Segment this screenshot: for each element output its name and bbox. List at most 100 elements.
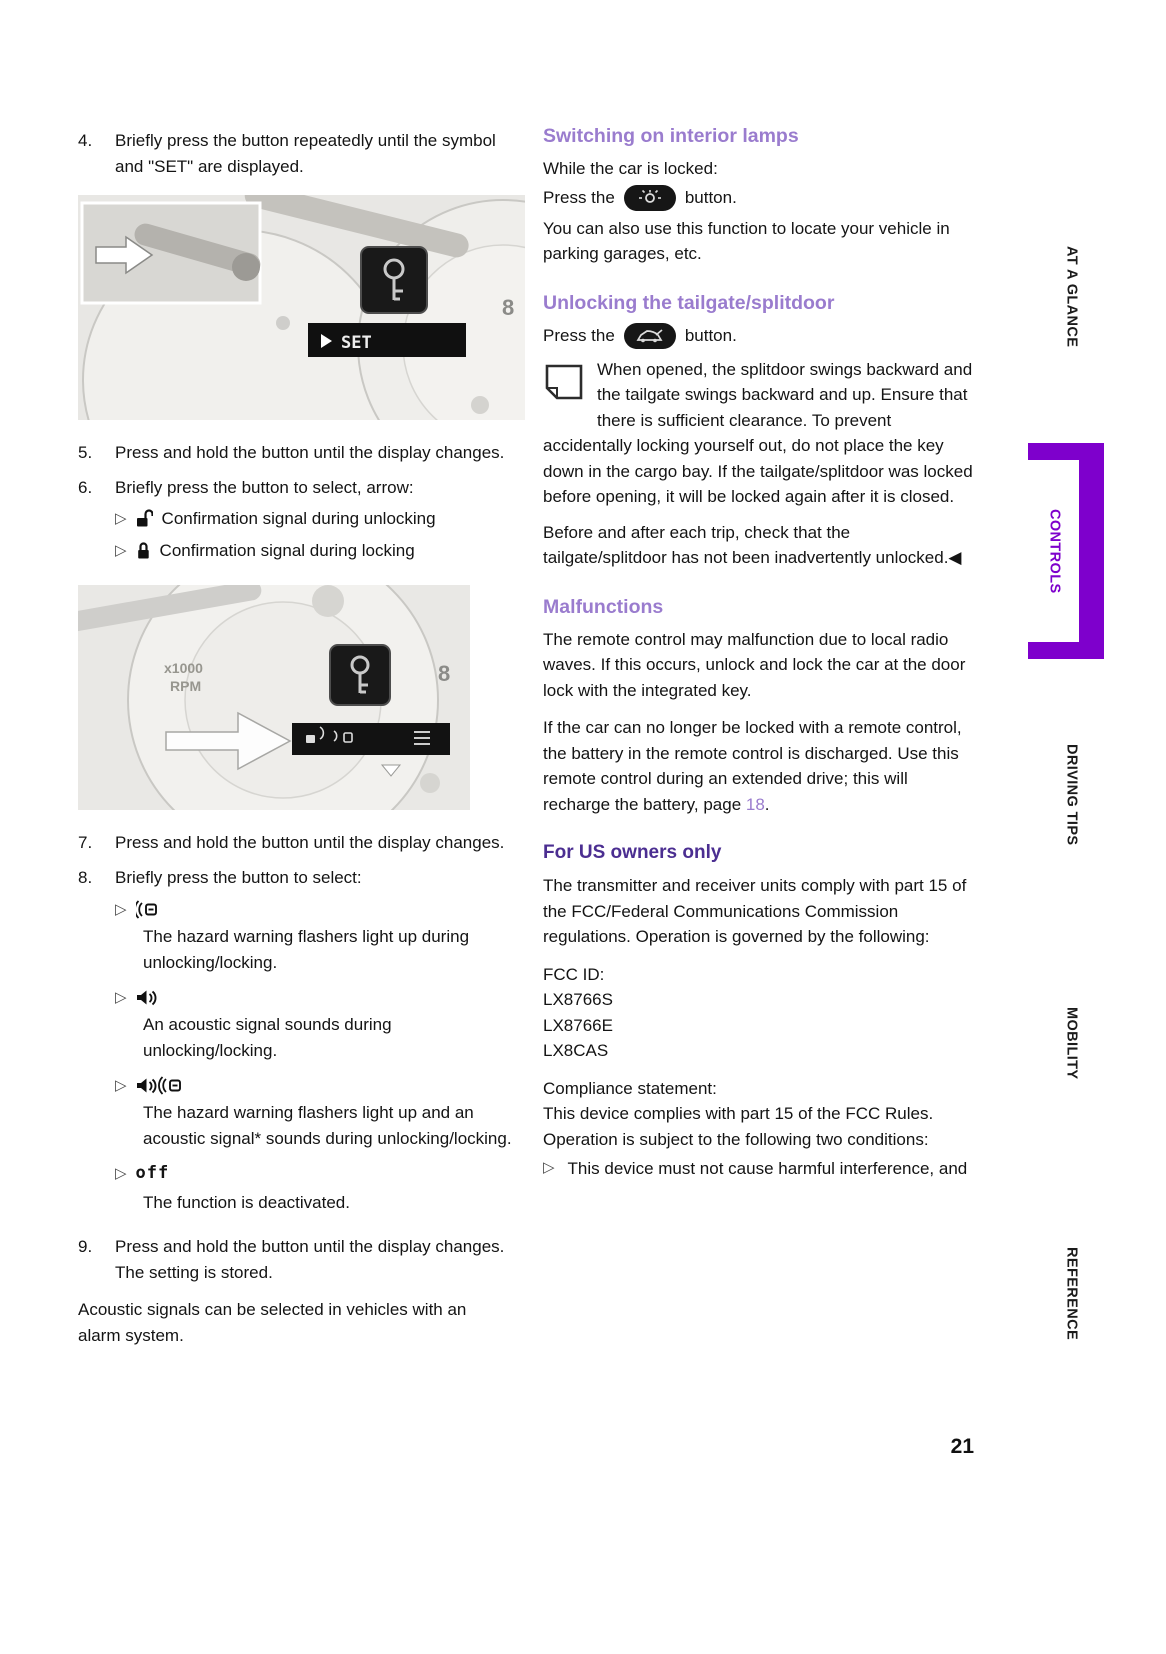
pointer-arrow-icon [165,711,292,771]
interior-lamps-press-line: Press the button. [543,184,977,211]
step-7: 7. Press and hold the button until the d… [78,830,513,856]
fcc-id-value: LX8CAS [543,1041,609,1060]
lock-icon [136,541,151,560]
tailgate-press-line: Press the button. [543,322,977,349]
right-column: Switching on interior lamps While the ca… [543,124,977,1182]
display-key-symbol [360,246,428,314]
option-unlock-signal: ▷ Confirmation signal during unlocking [115,506,513,532]
step-9: 9. Press and hold the button until the d… [78,1234,513,1285]
tailgate-para2: Before and after each trip, check that t… [543,522,962,568]
acoustic-signal-icon [136,988,158,1007]
instrument-cluster-photo-select: 8 x1000 RPM [78,585,513,810]
option-text: The function is deactivated. [143,1192,350,1212]
fcc-id-value: LX8766E [543,1015,613,1035]
triangle-bullet-icon: ▷ [115,1075,127,1094]
us-condition-1-text: This device must not cause harmful inter… [567,1159,968,1178]
step-9-number: 9. [78,1237,93,1256]
step-8-text: Briefly press the button to select: [115,867,362,887]
malfunctions-para1: The remote control may malfunction due t… [543,629,966,700]
option-text: An acoustic signal sounds during unlocki… [143,1015,392,1060]
gauge-digit: 8 [502,295,514,320]
step-4: 4. Briefly press the button repeatedly u… [78,128,513,179]
triangle-bullet-icon: ▷ [115,509,127,528]
page-number: 21 [950,1435,974,1458]
step-8-number: 8. [78,867,93,887]
inset-stalk-detail [80,201,262,305]
press-post-text: button. [684,325,737,345]
heading-us-owners: For US owners only [543,842,722,863]
us-owners-para1: The transmitter and receiver units compl… [543,876,967,946]
option-text: Confirmation signal during locking [159,540,415,560]
display-key-symbol [329,644,391,706]
unlock-icon [136,509,153,528]
cluster-select-illustration: 8 x1000 RPM [78,585,470,810]
cluster-set-illustration: 8 SET [78,195,525,420]
step-6-text: Briefly press the button to select, arro… [115,477,414,497]
note-icon [543,362,585,410]
triangle-bullet-icon: ▷ [115,1164,127,1183]
sidebar-tab-reference: REFERENCE [1063,1247,1080,1341]
rpm-label-line1: x1000 [164,660,203,676]
hazard-flasher-icon [135,899,158,919]
step-5: 5. Press and hold the button until the d… [78,440,513,466]
heading-interior-lamps: Switching on interior lamps [543,125,799,147]
option-hazard-flashers: ▷ The hazard warning flashers light up d… [115,897,513,975]
option-lock-signal: ▷ Confirmation signal during locking [115,538,513,564]
option-text: The hazard warning flashers light up and… [143,1103,512,1148]
instrument-cluster-photo-set: 8 SET [78,195,525,420]
press-pre-text: Press the [543,325,615,345]
step-6-number: 6. [78,477,93,497]
off-display-label: off [135,1163,170,1183]
fcc-id-block: FCC ID: LX8766S LX8766E LX8CAS [543,962,977,1064]
step-7-text: Press and hold the button until the disp… [115,833,505,852]
option-acoustic-signal: ▷ An acoustic signal sounds during unloc… [115,985,513,1063]
gauge-digit: 8 [438,661,450,686]
tailgate-button-icon [623,322,676,349]
sidebar-tab-controls: CONTROLS [1028,443,1104,659]
page-18-link[interactable]: 18 [745,794,765,814]
sidebar-tab-mobility: MOBILITY [1063,1007,1080,1080]
display-selection-bar [292,723,450,777]
malfunctions-para2-pre: If the car can no longer be locked with … [543,718,962,814]
triangle-bullet-icon: ▷ [115,987,127,1006]
option-acoustic-and-flashers: ▷ The hazard warning flashers [115,1073,513,1151]
malfunctions-para2-post: . [764,794,770,814]
triangle-bullet-icon: ▷ [115,540,127,559]
display-set-readout: SET [308,323,466,357]
step-5-number: 5. [78,443,93,462]
option-text: Confirmation signal during unlocking [161,509,436,528]
triangle-bullet-icon: ▷ [543,1158,555,1176]
heading-tailgate: Unlocking the tailgate/splitdoor [543,291,835,314]
heading-malfunctions: Malfunctions [543,595,664,618]
fcc-id-label: FCC ID: [543,964,605,984]
interior-lamps-line1: While the car is locked: [543,159,718,178]
sidebar-tab-at-a-glance: AT A GLANCE [1063,246,1080,348]
tailgate-note: When opened, the splitdoor swings backwa… [543,357,977,510]
compliance-label: Compliance statement: [543,1078,717,1098]
sidebar-tab-controls-label: CONTROLS [1046,508,1063,594]
pointer-arrow-icon [95,235,154,275]
triangle-bullet-icon: ▷ [115,899,127,918]
press-pre-text: Press the [543,187,615,207]
interior-lamp-button-icon [623,184,676,211]
left-column: 4. Briefly press the button repeatedly u… [78,128,525,1348]
step-7-number: 7. [78,833,93,852]
compliance-text: This device complies with part 15 of the… [543,1104,934,1149]
step-5-text: Press and hold the button until the disp… [115,443,505,462]
option-text: The hazard warning flashers light up dur… [143,927,470,972]
set-label: SET [341,333,372,353]
press-post-text: button. [684,187,737,207]
fcc-id-value: LX8766S [543,990,613,1009]
acoustic-and-flasher-icon [136,1075,182,1095]
step-4-number: 4. [78,131,93,150]
us-condition-1: ▷ This device must not cause harmful int… [543,1156,977,1182]
step-9-text: Press and hold the button until the disp… [115,1237,505,1282]
sidebar-tab-driving-tips: DRIVING TIPS [1063,744,1080,846]
step-6: 6. Briefly press the button to select, a… [78,475,513,570]
step-8: 8. Briefly press the button to select: ▷ [78,865,513,1226]
alarm-system-note: Acoustic signals can be selected in vehi… [78,1300,467,1345]
interior-lamps-para: You can also use this function to locate… [543,218,950,264]
option-off: ▷ off The function is deactivated. [115,1161,513,1215]
tailgate-note-text: When opened, the splitdoor swings backwa… [543,359,973,507]
rpm-label-line2: RPM [170,678,201,694]
